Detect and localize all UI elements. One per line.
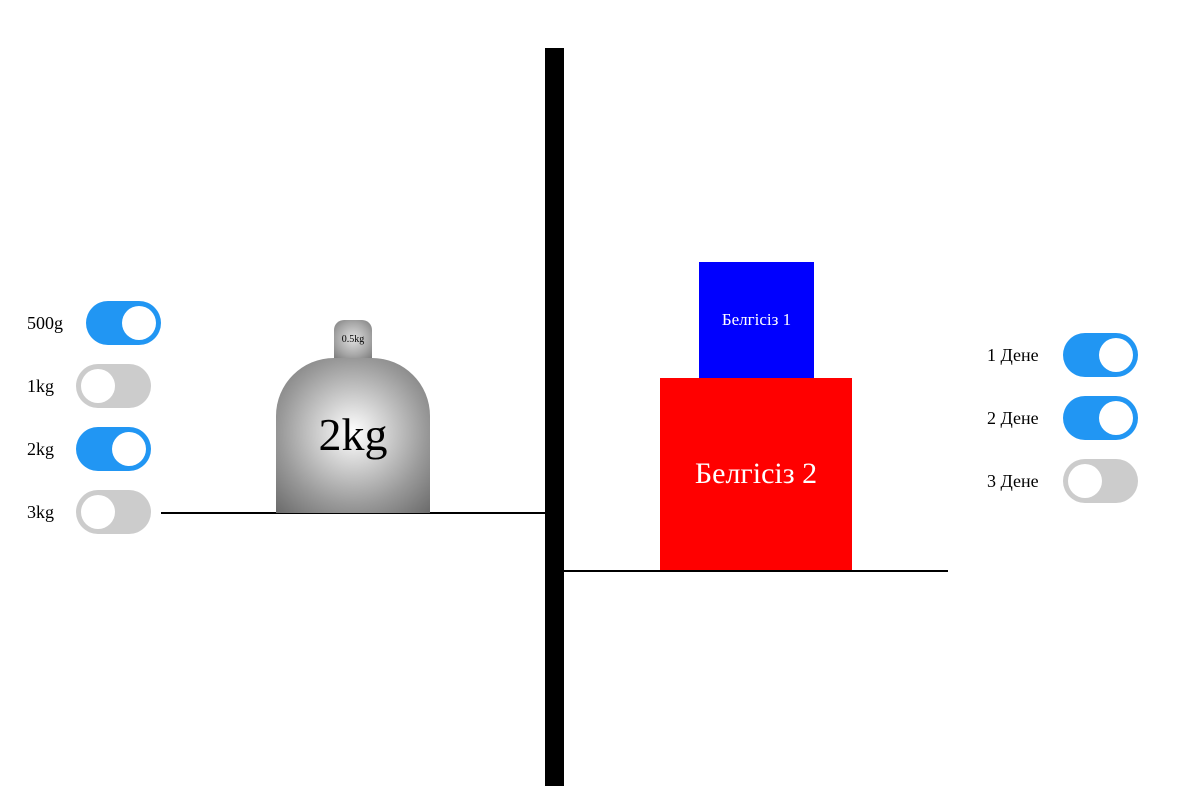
weight-toggle-label: 3kg: [27, 502, 54, 522]
weight-label: 2kg: [318, 409, 388, 460]
weight-toggle-label: 500g: [27, 313, 63, 333]
weight-toggle-label: 1kg: [27, 376, 54, 396]
toggle-switch-2kg[interactable]: [76, 427, 151, 471]
weight-toggle-label: 2kg: [27, 439, 54, 459]
body-toggle-label: 1 Дене: [987, 345, 1039, 365]
toggle-switch-body-3[interactable]: [1063, 459, 1138, 503]
toggle-knob: [1099, 338, 1133, 372]
toggle-knob: [1099, 401, 1133, 435]
small-weight-label: 0.5kg: [341, 333, 365, 345]
toggle-knob: [122, 306, 156, 340]
scale-pole: [545, 48, 564, 786]
left-pan: [161, 512, 546, 514]
toggle-switch-body-2[interactable]: [1063, 396, 1138, 440]
unknown-body-2[interactable]: Белгісіз 2: [660, 378, 852, 570]
kettlebell-weight-2kg[interactable]: 2kg: [276, 358, 430, 513]
toggle-knob: [112, 432, 146, 466]
unknown-body-2-label: Белгісіз 2: [694, 457, 818, 490]
toggle-knob: [81, 369, 115, 403]
toggle-switch-3kg[interactable]: [76, 490, 151, 534]
toggle-knob: [1068, 464, 1102, 498]
body-toggle-label: 2 Дене: [987, 408, 1039, 428]
toggle-knob: [81, 495, 115, 529]
unknown-body-1[interactable]: Белгісіз 1: [699, 262, 814, 378]
unknown-body-1-label: Белгісіз 1: [721, 310, 792, 329]
toggle-switch-1kg[interactable]: [76, 364, 151, 408]
toggle-switch-body-1[interactable]: [1063, 333, 1138, 377]
body-toggle-label: 3 Дене: [987, 471, 1039, 491]
right-pan: [563, 570, 948, 572]
toggle-switch-500g[interactable]: [86, 301, 161, 345]
small-weight-0-5kg[interactable]: 0.5kg: [334, 320, 372, 358]
